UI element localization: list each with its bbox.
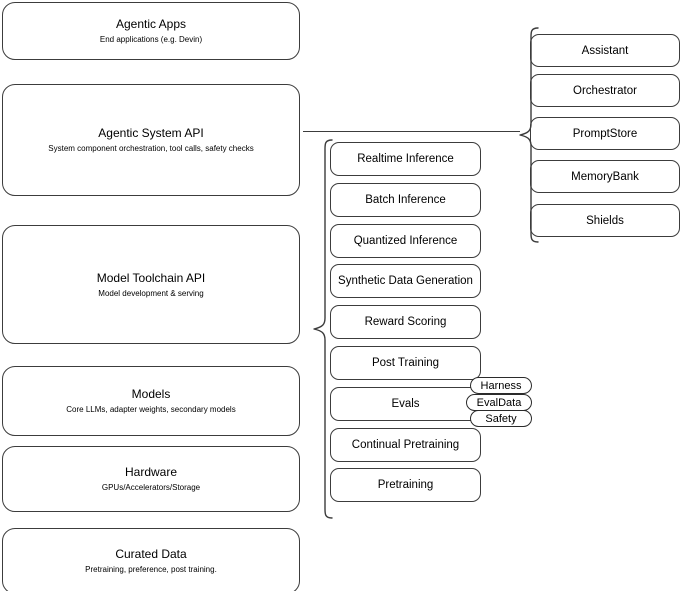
system-chip-promptstore[interactable]: PromptStore bbox=[530, 117, 680, 150]
component-chip-quantized-inference[interactable]: Quantized Inference bbox=[330, 224, 481, 258]
chip-label: Reward Scoring bbox=[364, 316, 447, 328]
layer-title: Model Toolchain API bbox=[96, 270, 206, 285]
chip-label: Synthetic Data Generation bbox=[338, 275, 473, 287]
system-chip-shields[interactable]: Shields bbox=[530, 204, 680, 237]
chip-label: Shields bbox=[586, 214, 624, 227]
component-chip-pretraining[interactable]: Pretraining bbox=[330, 468, 481, 502]
chip-label: PromptStore bbox=[572, 127, 638, 140]
eval-tag-evaldata[interactable]: EvalData bbox=[466, 394, 532, 411]
layer-subtitle: End applications (e.g. Devin) bbox=[99, 35, 203, 44]
layer-title: Hardware bbox=[124, 465, 178, 479]
layer-box-agentic-system-api[interactable]: Agentic System API System component orch… bbox=[2, 84, 300, 196]
brace-toolchain-components bbox=[313, 139, 333, 519]
system-chip-orchestrator[interactable]: Orchestrator bbox=[530, 74, 680, 107]
layer-title: Agentic Apps bbox=[115, 17, 187, 31]
layer-subtitle: Pretraining, preference, post training. bbox=[85, 565, 217, 574]
layer-subtitle: Core LLMs, adapter weights, secondary mo… bbox=[66, 405, 236, 414]
component-chip-post-training[interactable]: Post Training bbox=[330, 346, 481, 380]
component-chip-evals[interactable]: Evals bbox=[330, 387, 481, 421]
layer-box-model-toolchain-api[interactable]: Model Toolchain API Model development & … bbox=[2, 225, 300, 344]
layer-subtitle: GPUs/Accelerators/Storage bbox=[101, 483, 201, 492]
chip-label: Realtime Inference bbox=[357, 153, 454, 165]
chip-label: Assistant bbox=[581, 44, 629, 57]
eval-tag-label: Harness bbox=[480, 379, 522, 392]
layer-subtitle: Model development & serving bbox=[98, 288, 204, 298]
chip-label: Quantized Inference bbox=[353, 235, 458, 247]
component-chip-synthetic-data-generation[interactable]: Synthetic Data Generation bbox=[330, 264, 481, 298]
layer-box-models[interactable]: Models Core LLMs, adapter weights, secon… bbox=[2, 366, 300, 436]
chip-label: Post Training bbox=[371, 357, 440, 369]
layer-title: Models bbox=[131, 387, 171, 401]
eval-tag-harness[interactable]: Harness bbox=[470, 377, 532, 394]
layer-box-curated-data[interactable]: Curated Data Pretraining, preference, po… bbox=[2, 528, 300, 591]
chip-label: Evals bbox=[391, 398, 420, 410]
eval-tag-label: EvalData bbox=[476, 396, 522, 409]
layer-title: Agentic System API bbox=[98, 126, 204, 140]
component-chip-continual-pretraining[interactable]: Continual Pretraining bbox=[330, 428, 481, 462]
eval-tag-label: Safety bbox=[485, 412, 517, 425]
chip-label: Continual Pretraining bbox=[351, 439, 460, 451]
system-chip-memorybank[interactable]: MemoryBank bbox=[530, 160, 680, 193]
component-chip-reward-scoring[interactable]: Reward Scoring bbox=[330, 305, 481, 339]
layer-subtitle: System component orchestration, tool cal… bbox=[48, 144, 254, 153]
chip-label: MemoryBank bbox=[571, 170, 639, 183]
component-chip-batch-inference[interactable]: Batch Inference bbox=[330, 183, 481, 217]
layer-box-agentic-apps[interactable]: Agentic Apps End applications (e.g. Devi… bbox=[2, 2, 300, 60]
chip-label: Orchestrator bbox=[573, 84, 637, 97]
layer-title: Curated Data bbox=[115, 547, 187, 561]
eval-tag-safety[interactable]: Safety bbox=[470, 410, 532, 427]
chip-label: Pretraining bbox=[377, 479, 434, 491]
system-chip-assistant[interactable]: Assistant bbox=[530, 34, 680, 67]
connector-line-system-api bbox=[303, 131, 520, 132]
chip-label: Batch Inference bbox=[365, 194, 446, 206]
layer-box-hardware[interactable]: Hardware GPUs/Accelerators/Storage bbox=[2, 446, 300, 512]
component-chip-realtime-inference[interactable]: Realtime Inference bbox=[330, 142, 481, 176]
brace-system-components bbox=[519, 27, 539, 243]
